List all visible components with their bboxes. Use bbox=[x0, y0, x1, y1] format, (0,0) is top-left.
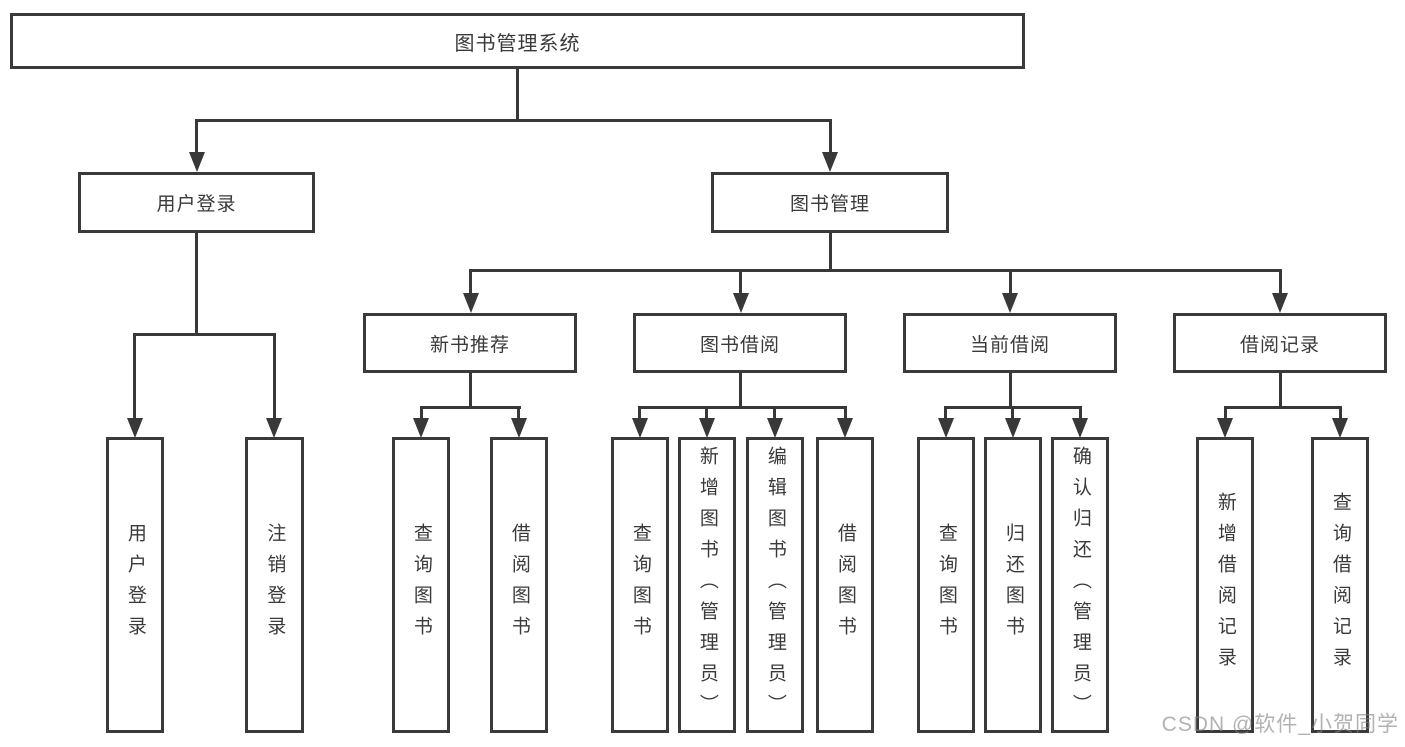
leaf-return-book: 归还图书 bbox=[984, 437, 1042, 733]
connector-line bbox=[829, 233, 832, 272]
csdn-watermark: CSDN @软件_小贺同学 bbox=[1161, 713, 1399, 736]
leaf-edit-book-admin: 编辑图书（管理员） bbox=[746, 437, 804, 733]
arrowhead-down bbox=[767, 418, 783, 438]
node-label: 借阅记录 bbox=[1239, 334, 1320, 356]
connector-line bbox=[1079, 406, 1082, 420]
connector-line bbox=[1009, 269, 1012, 295]
leaf-add-book-admin: 新增图书（管理员） bbox=[678, 437, 736, 733]
leaf-label: 查询图书 bbox=[410, 523, 432, 647]
arrowhead-down bbox=[189, 152, 205, 172]
node-borrowing-records: 借阅记录 bbox=[1173, 313, 1387, 373]
node-library-management-system: 图书管理系统 bbox=[10, 13, 1025, 69]
node-label: 图书管理 bbox=[789, 194, 870, 215]
leaf-label: 查询图书 bbox=[629, 523, 651, 647]
arrowhead-down bbox=[822, 152, 838, 172]
connector-line bbox=[517, 406, 520, 420]
leaf-label: 借阅图书 bbox=[508, 523, 530, 647]
leaf-label: 新增图书（管理员） bbox=[696, 445, 718, 725]
arrowhead-down bbox=[938, 418, 954, 438]
connector-line bbox=[705, 406, 708, 420]
arrowhead-down bbox=[1072, 418, 1088, 438]
arrowhead-down bbox=[463, 293, 479, 313]
leaf-label: 查询图书 bbox=[935, 523, 957, 647]
leaf-borrow-books-recommend: 借阅图书 bbox=[490, 437, 548, 733]
arrowhead-down bbox=[1332, 418, 1348, 438]
connector-line bbox=[638, 406, 641, 420]
connector-line bbox=[273, 333, 276, 419]
leaf-user-login: 用户登录 bbox=[106, 437, 164, 733]
leaf-label: 查询借阅记录 bbox=[1329, 492, 1351, 678]
connector-line bbox=[133, 333, 276, 336]
connector-line bbox=[1279, 269, 1282, 295]
connector-line bbox=[739, 373, 742, 409]
node-user-login: 用户登录 bbox=[78, 172, 315, 233]
connector-line bbox=[638, 406, 847, 409]
node-book-borrowing: 图书借阅 bbox=[633, 313, 847, 373]
leaf-label: 用户登录 bbox=[124, 523, 146, 647]
connector-line bbox=[420, 406, 423, 420]
node-label: 图书管理系统 bbox=[454, 32, 581, 55]
leaf-label: 归还图书 bbox=[1002, 523, 1024, 647]
connector-line bbox=[195, 119, 198, 153]
leaf-label: 新增借阅记录 bbox=[1214, 492, 1236, 678]
arrowhead-down bbox=[1002, 293, 1018, 313]
node-label: 用户登录 bbox=[156, 194, 237, 215]
arrowhead-down bbox=[511, 418, 527, 438]
connector-line bbox=[1279, 373, 1282, 409]
arrowhead-down bbox=[266, 418, 282, 438]
connector-line bbox=[420, 406, 521, 409]
arrowhead-down bbox=[1217, 418, 1233, 438]
leaf-query-books-current: 查询图书 bbox=[917, 437, 975, 733]
connector-line bbox=[1339, 406, 1342, 420]
connector-line bbox=[944, 406, 947, 420]
leaf-logout: 注销登录 bbox=[245, 437, 304, 733]
leaf-query-books-recommend: 查询图书 bbox=[392, 437, 450, 733]
arrowhead-down bbox=[1005, 418, 1021, 438]
leaf-label: 编辑图书（管理员） bbox=[764, 445, 786, 725]
connector-line bbox=[1224, 406, 1342, 409]
leaf-query-borrow-record: 查询借阅记录 bbox=[1311, 437, 1369, 733]
arrowhead-down bbox=[699, 418, 715, 438]
connector-line bbox=[469, 269, 472, 295]
arrowhead-down bbox=[733, 293, 749, 313]
connector-line bbox=[516, 68, 519, 121]
connector-line bbox=[1224, 406, 1227, 420]
leaf-borrow-books-borrowing: 借阅图书 bbox=[816, 437, 874, 733]
node-label: 当前借阅 bbox=[969, 334, 1050, 356]
leaf-label: 注销登录 bbox=[264, 523, 286, 647]
leaf-add-borrow-record: 新增借阅记录 bbox=[1196, 437, 1254, 733]
arrowhead-down bbox=[837, 418, 853, 438]
connector-line bbox=[773, 406, 776, 420]
connector-line bbox=[844, 406, 847, 420]
node-book-management: 图书管理 bbox=[711, 172, 949, 233]
arrowhead-down bbox=[1272, 293, 1288, 313]
connector-line bbox=[829, 119, 832, 153]
connector-line bbox=[195, 119, 832, 122]
connector-line bbox=[1009, 373, 1012, 409]
leaf-confirm-return-admin: 确认归还（管理员） bbox=[1051, 437, 1109, 733]
arrowhead-down bbox=[632, 418, 648, 438]
connector-line bbox=[739, 269, 742, 295]
connector-line bbox=[195, 233, 198, 336]
leaf-query-books-borrowing: 查询图书 bbox=[611, 437, 669, 733]
connector-line bbox=[469, 373, 472, 409]
leaf-label: 借阅图书 bbox=[834, 523, 856, 647]
connector-line bbox=[133, 333, 136, 419]
node-label: 图书借阅 bbox=[699, 334, 780, 356]
arrowhead-down bbox=[413, 418, 429, 438]
node-current-borrowing: 当前借阅 bbox=[903, 313, 1117, 373]
arrowhead-down bbox=[127, 418, 143, 438]
connector-line bbox=[1011, 406, 1014, 420]
leaf-label: 确认归还（管理员） bbox=[1069, 445, 1091, 725]
node-new-book-recommendation: 新书推荐 bbox=[363, 313, 577, 373]
node-label: 新书推荐 bbox=[429, 334, 510, 356]
connector-line bbox=[469, 269, 1282, 272]
